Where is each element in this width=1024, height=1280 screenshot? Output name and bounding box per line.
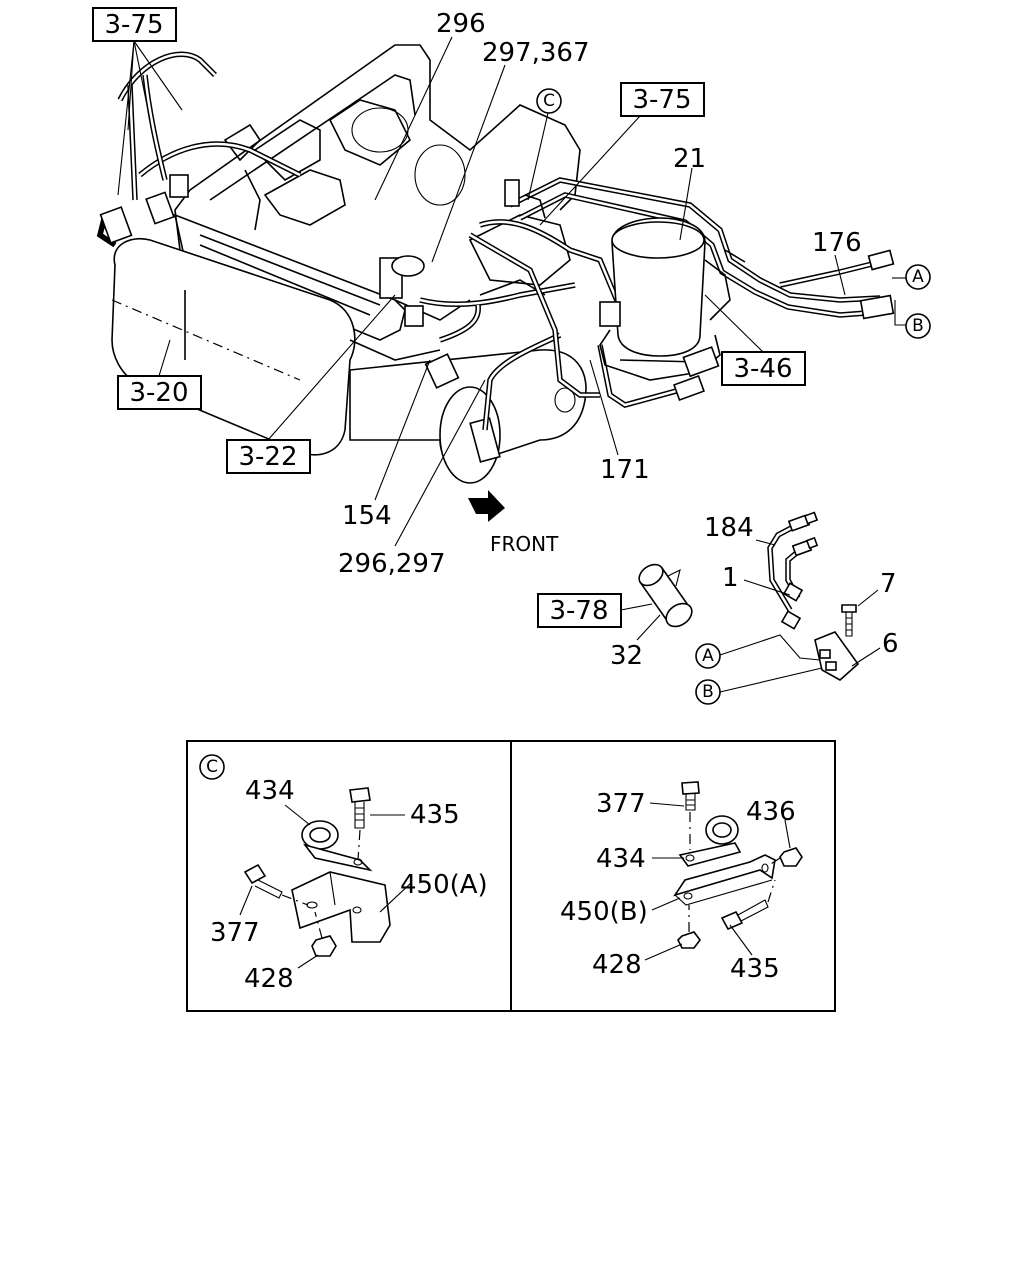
label-176: 176: [812, 228, 862, 258]
detail-left-label-434: 434: [245, 776, 295, 806]
part-32-sleeve: [638, 563, 693, 628]
ref-3-75-b-label: 3-75: [632, 85, 691, 115]
detail-right-label-435: 435: [730, 954, 780, 984]
marker-c: C: [536, 88, 562, 114]
label-21: 21: [673, 144, 706, 174]
label-6: 6: [882, 629, 899, 659]
ref-3-78-label: 3-78: [549, 596, 608, 626]
label-297-367: 297,367: [482, 38, 590, 68]
detail-right-label-377: 377: [596, 789, 646, 819]
ref-box-3-46: 3-46: [721, 351, 806, 386]
detail-left-label-450a: 450(A): [400, 870, 488, 900]
leader-lines: [117, 36, 908, 641]
detail-right-label-434: 434: [596, 844, 646, 874]
label-296-297: 296,297: [338, 549, 446, 579]
marker-a-top-text: A: [912, 267, 924, 287]
ref-3-46-label: 3-46: [733, 354, 792, 384]
detail-left-label-377: 377: [210, 918, 260, 948]
detail-right: [644, 781, 803, 961]
detail-marker-c: C: [199, 754, 225, 780]
label-154: 154: [342, 501, 392, 531]
ref-box-3-22: 3-22: [226, 439, 311, 474]
ref-box-3-75-top-left: 3-75: [92, 7, 177, 42]
detail-right-label-428: 428: [592, 950, 642, 980]
label-1: 1: [722, 563, 739, 593]
marker-a-top: A: [905, 264, 931, 290]
marker-b-bottom: B: [695, 679, 721, 705]
marker-b-bottom-text: B: [702, 682, 714, 702]
engine-frame-drawing: [96, 44, 895, 484]
ref-box-3-20: 3-20: [117, 375, 202, 410]
detail-left-label-435: 435: [410, 800, 460, 830]
front-label: FRONT: [490, 532, 559, 556]
detail-right-label-450b: 450(B): [560, 897, 648, 927]
detail-left: C: [199, 754, 413, 969]
ref-box-3-78: 3-78: [537, 593, 622, 628]
front-arrow-icon: [468, 490, 505, 522]
marker-b-top: B: [905, 313, 931, 339]
label-171: 171: [600, 455, 650, 485]
detail-left-label-428: 428: [244, 964, 294, 994]
ref-box-3-75-right: 3-75: [620, 82, 705, 117]
marker-a-bottom-text: A: [702, 646, 714, 666]
ref-3-75-a-label: 3-75: [104, 10, 163, 40]
marker-b-top-text: B: [912, 316, 924, 336]
marker-a-bottom: A: [695, 643, 721, 669]
marker-c-text: C: [543, 91, 555, 111]
label-296: 296: [436, 9, 486, 39]
label-32: 32: [610, 641, 643, 671]
detail-right-label-436: 436: [746, 797, 796, 827]
label-184: 184: [704, 513, 754, 543]
label-7: 7: [880, 569, 897, 599]
hose-assembly: [719, 511, 881, 693]
ref-3-20-label: 3-20: [129, 378, 188, 408]
ref-3-22-label: 3-22: [238, 442, 297, 472]
detail-marker-c-text: C: [206, 757, 218, 777]
